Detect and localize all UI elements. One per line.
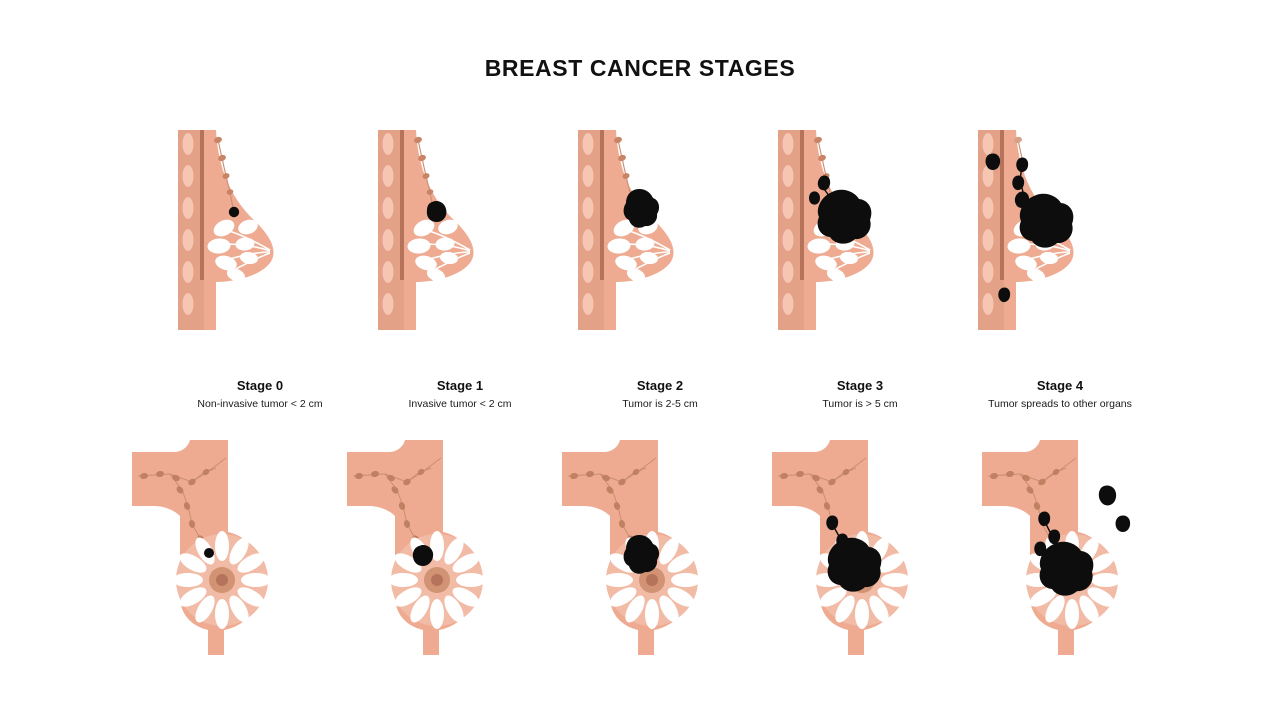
tumor xyxy=(426,200,447,222)
pectoral-muscle xyxy=(600,130,604,280)
caption-stage-2: Stage 2 Tumor is 2-5 cm xyxy=(560,378,760,412)
stage-column-1: Stage 1 Invasive tumor < 2 cm xyxy=(347,0,560,720)
caption-stage-3: Stage 3 Tumor is > 5 cm xyxy=(760,378,960,412)
tumor xyxy=(1019,193,1074,248)
lateral-figure-stage-0 xyxy=(160,130,300,340)
tumor xyxy=(623,534,660,574)
lateral-figure-stage-4 xyxy=(960,130,1100,340)
caption-stage-1: Stage 1 Invasive tumor < 2 cm xyxy=(360,378,560,412)
lymph-node-chain xyxy=(352,457,442,551)
stage-description-4: Tumor spreads to other organs xyxy=(988,398,1132,410)
chest-wall xyxy=(178,130,204,330)
lobules xyxy=(407,219,458,282)
frontal-figure-stage-1 xyxy=(345,440,525,655)
involved-lymph-nodes xyxy=(1034,511,1061,557)
ribs xyxy=(982,133,994,315)
lymph-node-chain xyxy=(614,136,631,193)
nipple xyxy=(431,574,443,586)
tumor xyxy=(623,188,660,228)
tumor xyxy=(817,189,872,244)
lobules xyxy=(607,219,658,282)
frontal-figure-stage-2 xyxy=(560,440,740,655)
pectoral-muscle xyxy=(1000,130,1004,280)
tumor xyxy=(204,548,214,558)
lobules xyxy=(388,531,486,629)
chest-wall xyxy=(778,130,804,330)
tumor xyxy=(228,206,240,218)
chest-wall xyxy=(578,130,604,330)
lymph-node-chain xyxy=(214,136,234,209)
stage-description-1: Invasive tumor < 2 cm xyxy=(408,398,512,410)
pectoral-muscle xyxy=(800,130,804,280)
pectoral-muscle xyxy=(400,130,404,280)
stage-description-2: Tumor is 2-5 cm xyxy=(622,398,698,410)
lateral-figure-stage-2 xyxy=(560,130,700,340)
stage-column-2: Stage 2 Tumor is 2-5 cm xyxy=(560,0,760,720)
lymph-node-chain xyxy=(567,457,657,551)
ribs xyxy=(782,133,794,315)
lateral-figure-stage-1 xyxy=(360,130,500,340)
frontal-figure-stage-0 xyxy=(130,440,310,655)
tumor xyxy=(1039,541,1094,596)
frontal-figure-stage-4 xyxy=(980,440,1160,655)
tumor xyxy=(827,537,882,592)
stage-description-3: Tumor is > 5 cm xyxy=(822,398,898,410)
lobules xyxy=(207,219,258,282)
stage-column-4: Stage 4 Tumor spreads to other organs xyxy=(960,0,1160,720)
caption-stage-4: Stage 4 Tumor spreads to other organs xyxy=(960,378,1160,412)
nipple xyxy=(216,574,228,586)
stage-label-3: Stage 3 xyxy=(836,378,884,393)
tumor xyxy=(412,544,434,566)
stage-label-2: Stage 2 xyxy=(636,378,684,393)
stage-label-0: Stage 0 xyxy=(236,378,284,393)
stage-label-4: Stage 4 xyxy=(1036,378,1084,393)
lymph-node-chain xyxy=(1014,136,1023,159)
nipple xyxy=(646,574,658,586)
pectoral-muscle xyxy=(200,130,204,280)
metastatic-spots xyxy=(1098,485,1131,533)
frontal-figure-stage-3 xyxy=(770,440,950,655)
stage-label-1: Stage 1 xyxy=(436,378,484,393)
lateral-figure-stage-3 xyxy=(760,130,900,340)
metastatic-spots xyxy=(985,153,1011,303)
ribs xyxy=(182,133,194,315)
ribs xyxy=(382,133,394,315)
stage-description-0: Non-invasive tumor < 2 cm xyxy=(197,398,323,410)
page-title: BREAST CANCER STAGES xyxy=(484,55,796,81)
chest-wall xyxy=(378,130,404,330)
stage-column-3: Stage 3 Tumor is > 5 cm xyxy=(760,0,960,720)
lobules xyxy=(173,531,271,629)
ribs xyxy=(582,133,594,315)
caption-stage-0: Stage 0 Non-invasive tumor < 2 cm xyxy=(160,378,360,412)
stage-column-0: Stage 0 Non-invasive tumor < 2 cm xyxy=(132,0,360,720)
lymph-node-chain xyxy=(414,136,434,209)
